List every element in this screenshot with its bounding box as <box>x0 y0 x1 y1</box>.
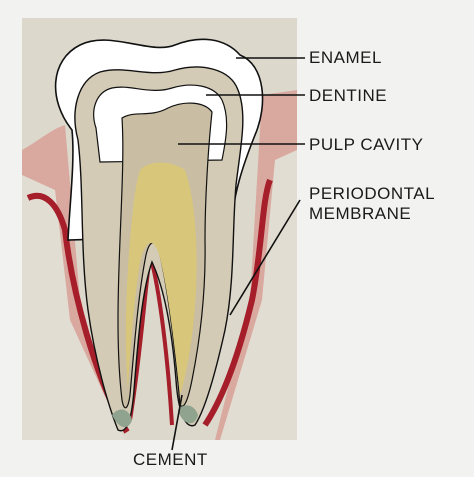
periodontal-membrane-right <box>202 178 273 427</box>
cement-right <box>178 405 198 424</box>
label-periodontal-membrane: PERIODONTAL MEMBRANE <box>309 184 435 224</box>
bone-area-right <box>220 150 297 440</box>
label-pulp-cavity: PULP CAVITY <box>309 135 424 154</box>
label-enamel: ENAMEL <box>309 48 382 67</box>
label-dentine: DENTINE <box>309 86 388 105</box>
pulp-core <box>125 162 197 395</box>
cement-left <box>112 409 132 428</box>
label-cement: CEMENT <box>133 450 208 469</box>
bone-area <box>22 175 125 440</box>
label-periodontal-line1: PERIODONTAL <box>309 184 436 203</box>
leader-cement <box>171 394 183 451</box>
leader-periodontal <box>229 199 301 316</box>
label-periodontal-line2: MEMBRANE <box>309 204 412 223</box>
